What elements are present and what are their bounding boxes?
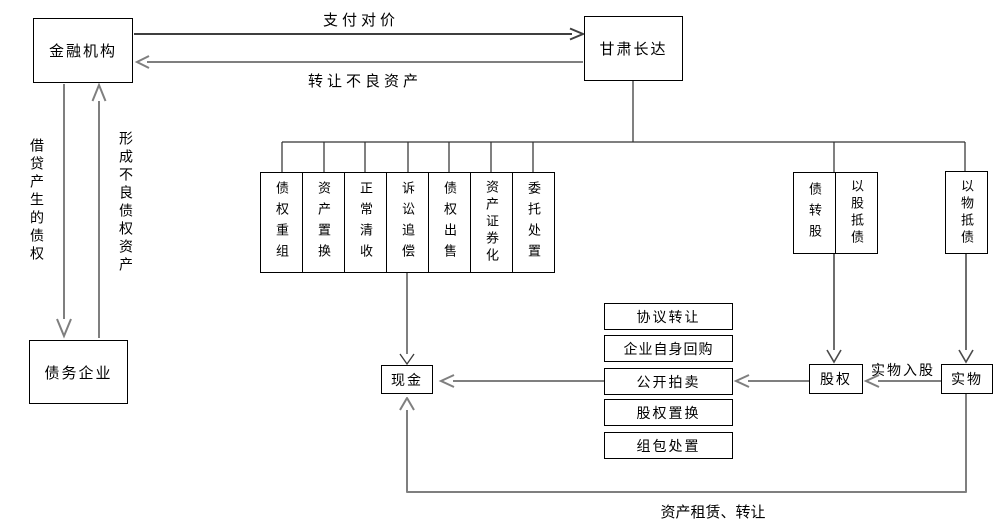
disposal-method-1: 资产置换: [302, 173, 344, 272]
disposal-method-6: 委托处置: [512, 173, 554, 272]
disposal-method-2-label: 正常清收: [358, 180, 373, 265]
label-form-npa: 形成不良债权资产: [118, 131, 134, 275]
node-equity-label: 股权: [820, 371, 852, 387]
disposal-method-5-label: 资产证券化: [484, 180, 499, 265]
node-gansu-changda-label: 甘肃长达: [599, 41, 668, 58]
cash-method-0: 协议转让: [604, 303, 733, 330]
disposal-method-5: 资产证券化: [470, 173, 512, 272]
disposal-method-0: 债权重组: [261, 173, 302, 272]
node-gansu-changda: 甘肃长达: [584, 16, 683, 81]
arrow-to-equity: [826, 254, 842, 364]
disposal-methods-group: 债权重组 资产置换 正常清收 诉讼追偿 债权出售 资产证券化 委托处置: [260, 172, 555, 273]
arrow-lease-transfer-path: [399, 394, 967, 493]
cash-method-1-label: 企业自身回购: [623, 340, 714, 357]
cash-method-2: 公开拍卖: [604, 368, 733, 395]
node-physical: 实物: [941, 364, 993, 394]
disposal-method-6-label: 委托处置: [526, 180, 541, 265]
node-debt-to-equity-label: 债转股: [807, 181, 822, 245]
arrow-pay-consideration: [134, 27, 586, 41]
arrow-group-to-cash: [399, 273, 415, 366]
node-debtor-enterprise: 债务企业: [29, 340, 128, 404]
disposal-method-3-label: 诉讼追偿: [400, 180, 415, 265]
label-physical-investment: 实物入股: [871, 362, 935, 378]
cash-method-3-label: 股权置换: [636, 404, 701, 421]
tree-connector: [281, 81, 966, 172]
label-loan-generated-debt: 借贷产生的债权: [29, 138, 45, 264]
label-asset-lease-transfer: 资产租赁、转让: [660, 504, 766, 521]
node-physical-offset-debt-label: 以物抵债: [959, 178, 974, 247]
disposal-method-2: 正常清收: [344, 173, 386, 272]
cash-method-0-label: 协议转让: [636, 308, 701, 325]
node-cash-label: 现金: [391, 371, 423, 388]
cash-method-4-label: 组包处置: [636, 437, 701, 454]
node-equity-offset-debt: 以股抵债: [835, 173, 877, 253]
cash-method-4: 组包处置: [604, 432, 733, 459]
arrow-loan-debt-down: [56, 84, 72, 339]
cash-method-2-label: 公开拍卖: [636, 373, 701, 390]
node-physical-offset-debt: 以物抵债: [945, 171, 988, 254]
node-debtor-enterprise-label: 债务企业: [44, 364, 113, 382]
arrow-form-npa-up: [91, 82, 107, 338]
disposal-method-0-label: 债权重组: [274, 180, 289, 265]
label-transfer-npa: 转让不良资产: [307, 73, 422, 90]
label-pay-consideration: 支付对价: [322, 12, 399, 29]
debt-equity-group: 债转股 以股抵债: [793, 172, 878, 254]
node-equity-offset-debt-label: 以股抵债: [849, 179, 864, 247]
node-financial-institution: 金融机构: [33, 18, 133, 83]
node-financial-institution-label: 金融机构: [48, 43, 117, 60]
cash-method-1: 企业自身回购: [604, 335, 733, 362]
arrow-physical-to-equity: [863, 374, 941, 388]
disposal-method-3: 诉讼追偿: [386, 173, 428, 272]
arrow-transfer-npa: [134, 55, 583, 69]
arrow-equity-to-auction: [733, 374, 809, 388]
node-physical-offset-debt-col: 以物抵债: [946, 172, 987, 253]
node-cash: 现金: [381, 365, 433, 394]
disposal-method-4-label: 债权出售: [442, 180, 457, 265]
cash-method-3: 股权置换: [604, 399, 733, 426]
arrow-auction-to-cash: [438, 374, 604, 388]
node-debt-to-equity: 债转股: [794, 173, 835, 253]
node-equity: 股权: [809, 364, 863, 394]
arrow-to-physical: [958, 254, 974, 364]
disposal-method-1-label: 资产置换: [316, 180, 331, 265]
disposal-method-4: 债权出售: [428, 173, 470, 272]
node-physical-label: 实物: [951, 371, 983, 387]
